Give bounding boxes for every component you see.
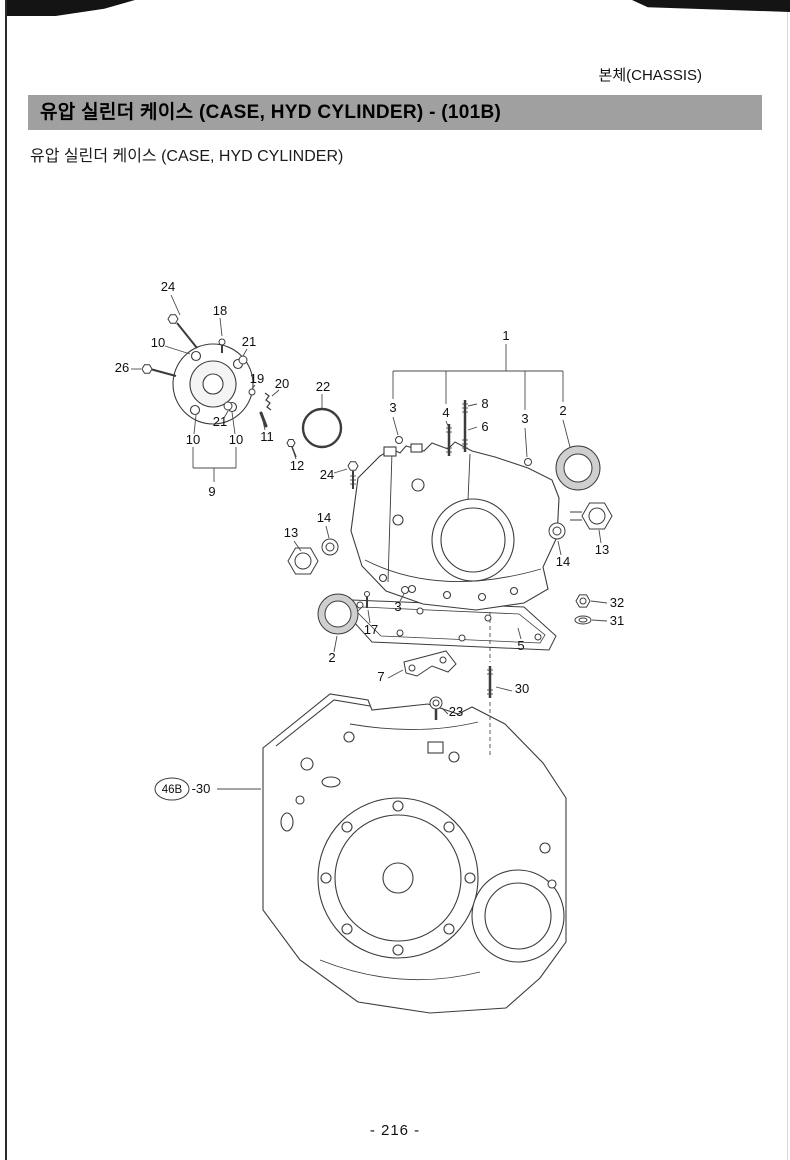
callout-8: 8 [481, 396, 488, 411]
part-washer-14-left [321, 538, 339, 556]
leader-lines [131, 294, 608, 790]
callout-26: 26 [115, 360, 129, 375]
callout-3-b: 3 [521, 411, 528, 426]
part-oring-22 [301, 407, 343, 449]
part-washer-31 [574, 615, 592, 625]
part-flange-9 [172, 343, 254, 425]
callout-46b: 46B [162, 784, 183, 796]
callout-22: 22 [316, 379, 330, 394]
callout-12: 12 [290, 458, 304, 473]
callout-3-a: 3 [389, 400, 396, 415]
part-stud-4 [446, 424, 452, 456]
callout-18: 18 [213, 303, 227, 318]
page-title-bar: 유압 실린더 케이스 (CASE, HYD CYLINDER) - (101B) [28, 95, 762, 130]
part-screw-3-left [395, 436, 403, 444]
section-label: 본체(CHASSIS) [598, 67, 702, 84]
part-pin-11 [259, 411, 268, 428]
callout-6: 6 [481, 419, 488, 434]
part-plug-13-left [287, 547, 319, 575]
callout-13-b: 13 [595, 542, 609, 557]
callout-2-a: 2 [559, 403, 566, 418]
part-pin-17 [364, 591, 370, 608]
part-washer-19 [248, 388, 256, 396]
callout-19: 19 [250, 371, 264, 386]
callout-10-c: 10 [229, 432, 243, 447]
part-nut-32 [575, 594, 591, 608]
callout-30: 30 [515, 681, 529, 696]
callout-13-a: 13 [284, 525, 298, 540]
callout-24-upper: 24 [161, 279, 175, 294]
part-bolt-24-upper [167, 314, 198, 349]
callout-10-a: 10 [151, 335, 165, 350]
callout-14-b: 14 [556, 554, 570, 569]
callout-46b-suffix: -30 [192, 781, 211, 796]
part-washer-14-right [548, 522, 566, 540]
part-bolt-26 [141, 364, 177, 377]
callout-24-lower: 24 [320, 467, 334, 482]
part-clamp-7 [403, 650, 457, 677]
callout-labels: 24 18 10 21 26 19 20 22 21 10 10 11 12 9… [115, 279, 624, 801]
callout-5: 5 [517, 638, 524, 653]
callout-21-a: 21 [242, 334, 256, 349]
part-bushing-2-upper [555, 445, 601, 491]
part-screw-18 [218, 338, 226, 353]
callout-4: 4 [442, 405, 449, 420]
part-screw-3-bottom [401, 586, 409, 594]
scan-artifact-left-edge [5, 0, 7, 1160]
callout-2-b: 2 [328, 650, 335, 665]
callout-1: 1 [502, 328, 509, 343]
part-bolt-24-lower [347, 461, 359, 489]
part-hyd-cylinder-case-1 [350, 441, 560, 611]
callout-9: 9 [208, 484, 215, 499]
part-transmission-case-46b [262, 693, 567, 1014]
callout-10-b: 10 [186, 432, 200, 447]
callout-20: 20 [275, 376, 289, 391]
callout-14-a: 14 [317, 510, 331, 525]
callout-21-b: 21 [213, 414, 227, 429]
page-number: - 216 - [369, 1122, 421, 1139]
callout-11: 11 [260, 429, 274, 444]
part-washer-21-left [238, 355, 248, 365]
part-stud-30 [487, 666, 493, 698]
callout-3-c: 3 [394, 599, 401, 614]
callout-23: 23 [449, 704, 463, 719]
part-washer-21-lower [223, 401, 233, 411]
callout-46b-circle [154, 777, 190, 801]
part-spring-20 [264, 392, 272, 411]
callout-7: 7 [377, 669, 384, 684]
callout-31: 31 [610, 613, 624, 628]
callout-32: 32 [610, 595, 624, 610]
part-screw-3-right [524, 458, 532, 466]
part-bushing-2-lower [317, 593, 359, 635]
scan-artifact-right-edge [787, 0, 788, 1160]
part-bolt-23 [429, 696, 443, 720]
part-stud-6-8 [462, 400, 468, 452]
part-plug-13-right [570, 502, 613, 530]
page-subtitle: 유압 실린더 케이스 (CASE, HYD CYLINDER) [30, 148, 344, 165]
callout-17: 17 [364, 622, 378, 637]
